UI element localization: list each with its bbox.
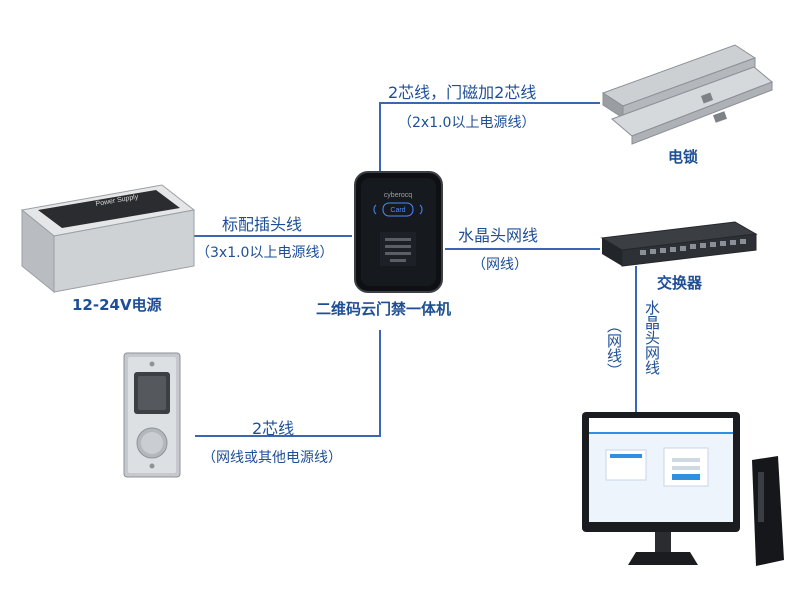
- network-switch-image: [600, 221, 758, 267]
- access-terminal-image: cyberocq Card: [354, 171, 443, 293]
- computer-connection-label: 水晶头网线: [643, 300, 661, 375]
- terminal-caption: 二维码云门禁一体机: [316, 300, 452, 318]
- connection-lines: [190, 102, 637, 437]
- lock-connection-label: 2芯线，门磁加2芯线: [388, 83, 537, 102]
- electric-lock-image: [601, 44, 773, 145]
- exit-button-image: [123, 352, 181, 478]
- terminal-card-label: Card: [390, 207, 405, 214]
- computer-image: [582, 412, 784, 566]
- switch-caption: 交换器: [657, 274, 703, 292]
- switch-connection-label: 水晶头网线: [458, 226, 539, 245]
- line-button: [195, 330, 381, 437]
- power-supply-image: Power Supply: [20, 184, 196, 294]
- power-connection-label: 标配插头线: [222, 215, 303, 234]
- power-connection-sublabel: （3x1.0以上电源线）: [196, 245, 334, 261]
- button-connection-label: 2芯线: [252, 419, 295, 438]
- computer-connection-sublabel: （网线）: [605, 318, 623, 378]
- line-lock: [379, 102, 600, 172]
- button-connection-sublabel: （网线或其他电源线）: [202, 450, 342, 466]
- power-supply-caption: 12-24V电源: [72, 296, 162, 314]
- terminal-brand: cyberocq: [384, 192, 413, 199]
- switch-connection-sublabel: （网线）: [472, 257, 528, 273]
- lock-caption: 电锁: [668, 148, 699, 166]
- lock-connection-sublabel: （2x1.0以上电源线）: [398, 115, 536, 131]
